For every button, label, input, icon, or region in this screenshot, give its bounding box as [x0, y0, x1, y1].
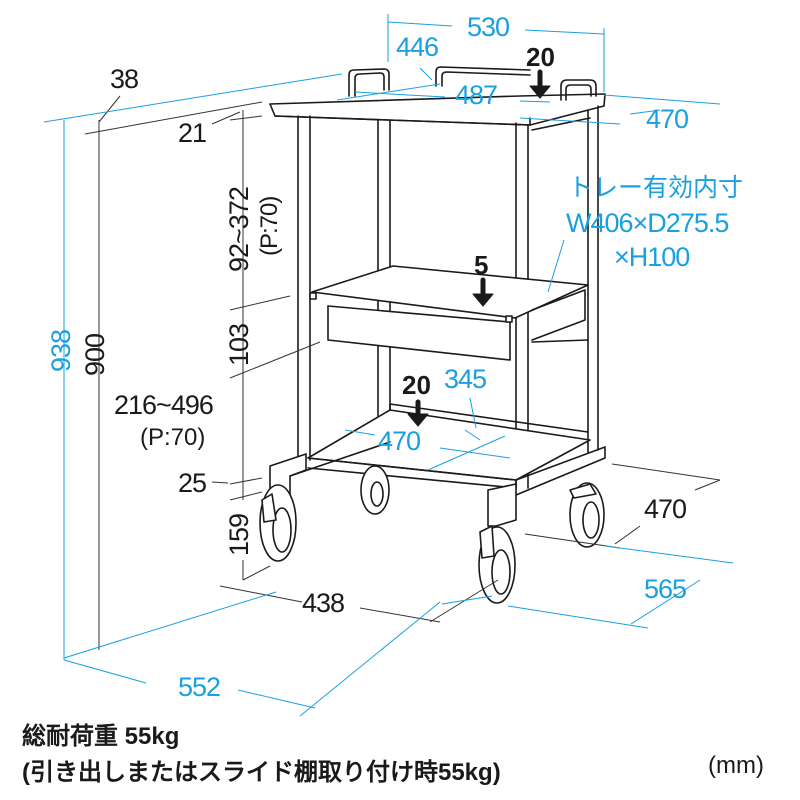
dim-bottom-shelf-depth: 345 — [444, 364, 487, 394]
dark-dimension-lines — [84, 95, 721, 650]
dim-drawer-to-bottom: 216~496 — [114, 390, 214, 420]
load-bottom: 20 — [402, 370, 431, 400]
dim-top-depth: 470 — [646, 104, 689, 134]
handle-left — [348, 68, 390, 97]
dim-total-height: 938 — [46, 329, 76, 372]
dim-caster-depth: 470 — [644, 494, 687, 524]
caster-back-left — [360, 465, 390, 515]
dim-top-width-outer: 530 — [467, 12, 510, 42]
blue-dimension-lines — [43, 14, 734, 717]
tray-note-title: トレー有効内寸 — [568, 174, 744, 202]
dim-base-depth: 565 — [644, 574, 687, 604]
dim-frame-height: 900 — [80, 333, 110, 376]
dim-caster-width: 438 — [302, 588, 345, 618]
dim-caster-height: 159 — [224, 513, 254, 556]
load-capacity: 総耐荷重 55kg — [22, 723, 180, 750]
caster-front-left — [259, 484, 297, 562]
load-drawer: 5 — [474, 250, 489, 280]
dim-top-tray-width: 487 — [455, 80, 498, 110]
dim-bottom-frame: 25 — [178, 468, 207, 498]
dim-top-inner-width: 446 — [396, 32, 439, 62]
load-top: 20 — [526, 42, 555, 72]
handle-right — [560, 79, 597, 101]
dim-drawer-height: 103 — [224, 323, 254, 366]
dim-drawer-to-bottom-pitch: (P:70) — [140, 424, 206, 451]
dim-top-to-drawer-pitch: (P:70) — [256, 196, 283, 256]
dim-top-thickness: 21 — [178, 118, 207, 148]
tray-note-height: ×H100 — [614, 242, 690, 272]
cart-outline — [259, 66, 606, 604]
unit-label: (mm) — [708, 752, 764, 779]
dim-top-to-drawer: 92~372 — [224, 187, 254, 272]
dim-base-width: 552 — [178, 672, 221, 702]
caster-back-right — [569, 482, 605, 548]
dim-top-edge: 38 — [110, 64, 139, 94]
caster-front-right — [478, 525, 516, 604]
tray-note-dimensions: W406×D275.5 — [566, 208, 729, 238]
dim-bottom-shelf-width: 470 — [378, 426, 421, 456]
load-capacity-note: (引き出しまたはスライド棚取り付け時55kg) — [22, 759, 501, 786]
